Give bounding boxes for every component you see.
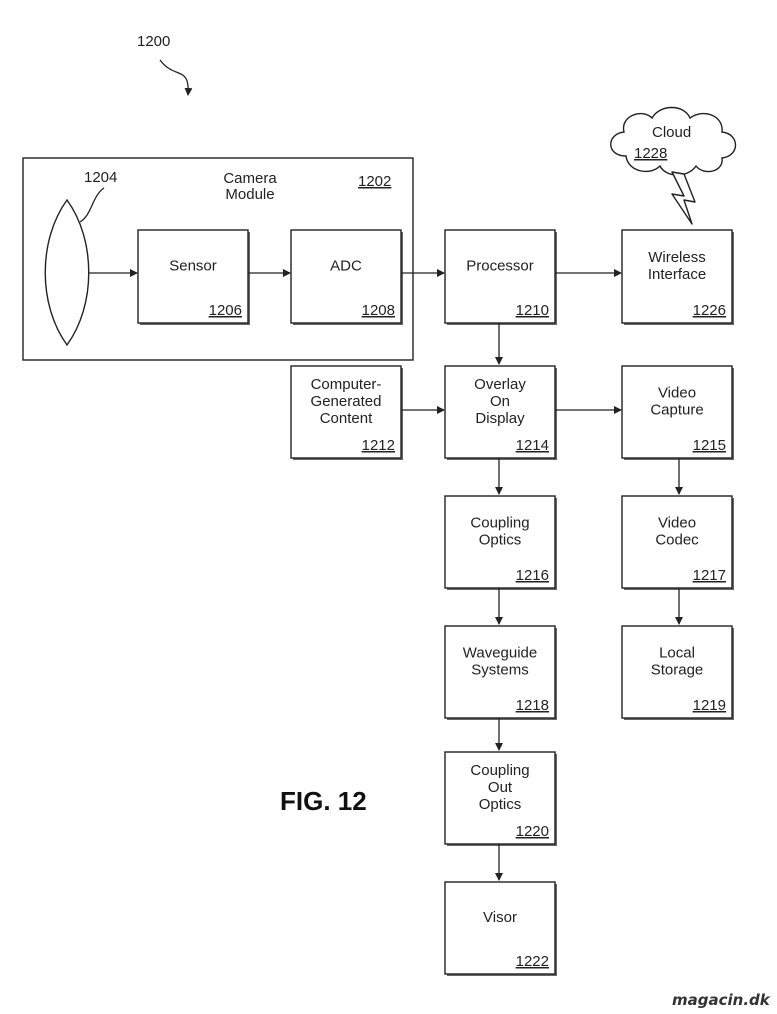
overlay-on-display-label: Display [475, 410, 525, 427]
coupling-optics-number: 1216 [516, 567, 549, 584]
camera-module-label-line-1: Camera [223, 170, 277, 187]
coupling-optics-box [444, 495, 556, 589]
cloud-shape [610, 106, 737, 176]
lens-leader-line [79, 187, 105, 223]
computer-generated-content-label: Computer- [311, 376, 382, 393]
visor-box [444, 881, 556, 975]
sensor-number: 1206 [209, 302, 242, 319]
video-capture-label: Video [658, 385, 696, 402]
video-capture-label: Capture [650, 402, 703, 419]
video-codec-box [621, 495, 733, 589]
wireless-interface-label: Interface [648, 266, 706, 283]
cloud-number: 1228 [634, 145, 667, 162]
adc-label: ADC [330, 258, 362, 275]
waveguide-systems-number: 1218 [516, 697, 549, 714]
coupling-optics-label: Optics [479, 532, 522, 549]
figure-ref-number: 1200 [137, 33, 170, 50]
processor-box [444, 229, 556, 324]
lens-shape [44, 198, 90, 347]
visor-block: Visor 1222 [444, 881, 557, 976]
watermark-text: magacin.dk [672, 991, 771, 1009]
coupling-out-optics-label: Optics [479, 796, 522, 813]
cloud-label: Cloud [652, 124, 691, 141]
processor-number: 1210 [516, 302, 549, 319]
video-codec-label: Video [658, 515, 696, 532]
overlay-on-display-number: 1214 [516, 437, 549, 454]
local-storage-label: Storage [651, 662, 704, 679]
waveguide-systems-box [444, 625, 556, 719]
connectors [88, 269, 683, 881]
video-codec-label: Codec [655, 532, 699, 549]
overlay-on-display-label: Overlay [474, 376, 526, 393]
local-storage-box [621, 625, 733, 719]
computer-generated-content-label: Generated [311, 393, 382, 410]
computer-generated-content-box [290, 365, 402, 459]
video-capture-number: 1215 [693, 437, 726, 454]
coupling-out-optics-box [444, 751, 556, 845]
camera-module-number: 1202 [358, 173, 391, 190]
wireless-interface-box [621, 229, 733, 324]
waveguide-systems-label: Waveguide [463, 645, 538, 662]
processor-block: Processor 1210 [444, 229, 557, 325]
camera-module-label-line-2: Module [225, 186, 274, 203]
processor-label: Processor [466, 258, 534, 275]
lightning-bolt-icon [671, 171, 696, 225]
figure-caption: FIG. 12 [280, 786, 367, 816]
sensor-label: Sensor [169, 258, 217, 275]
blocks-group: Sensor 1206 ADC 1208 Processor 1210 WirelessIn… [137, 229, 734, 976]
overlay-on-display-label: On [490, 393, 510, 410]
computer-generated-content-number: 1212 [362, 437, 395, 454]
wireless-interface-label: Wireless [648, 249, 706, 266]
adc-box [290, 229, 402, 324]
figure-ref-arrow [159, 59, 193, 96]
overlay-on-display-box [444, 365, 556, 459]
video-codec-number: 1217 [693, 567, 726, 584]
adc-number: 1208 [362, 302, 395, 319]
video-capture-box [621, 365, 733, 459]
coupling-out-optics-number: 1220 [516, 823, 549, 840]
waveguide-systems-label: Systems [471, 662, 529, 679]
local-storage-number: 1219 [693, 697, 726, 714]
local-storage-label: Local [659, 645, 695, 662]
computer-generated-content-label: Content [320, 410, 373, 427]
lens-number: 1204 [84, 169, 117, 186]
wireless-interface-number: 1226 [693, 302, 726, 319]
visor-label: Visor [483, 909, 517, 926]
coupling-optics-label: Coupling [470, 515, 529, 532]
adc-block: ADC 1208 [290, 229, 403, 325]
coupling-out-optics-label: Coupling [470, 762, 529, 779]
sensor-box [137, 229, 249, 324]
visor-number: 1222 [516, 953, 549, 970]
sensor-block: Sensor 1206 [137, 229, 250, 325]
coupling-out-optics-label: Out [488, 779, 513, 796]
